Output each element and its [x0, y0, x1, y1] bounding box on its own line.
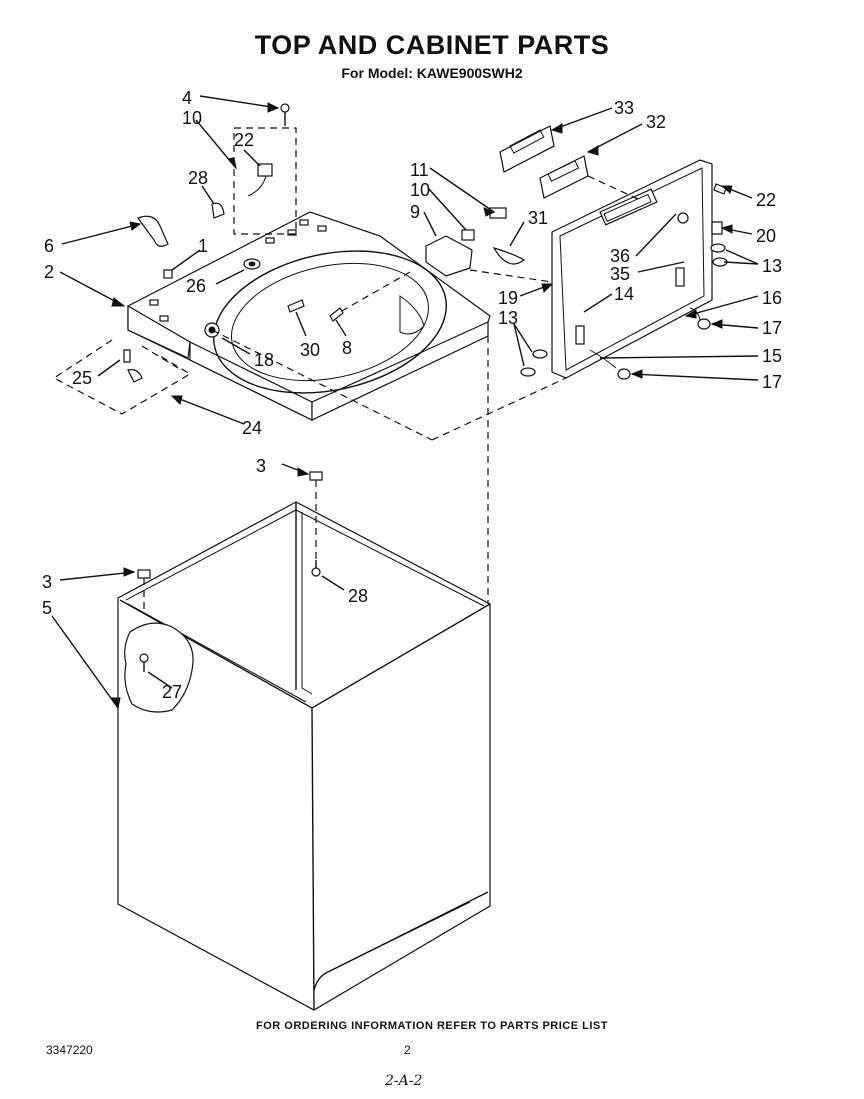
callout-label: 22 [756, 190, 776, 210]
callout-label: 11 [410, 160, 429, 180]
callout-label: 24 [242, 418, 262, 438]
callout-label: 31 [528, 208, 548, 228]
callout-label: 17 [762, 318, 782, 338]
top-panel [127, 211, 491, 421]
callout-label: 1 [198, 236, 208, 256]
callout-label: 26 [186, 276, 206, 296]
leader-lines [51, 95, 759, 710]
callout-label: 15 [762, 346, 782, 366]
callout-label: 4 [182, 88, 192, 108]
callout-label: 3 [256, 456, 266, 476]
small-parts [123, 103, 728, 383]
callout-label: 9 [410, 202, 420, 222]
page-title: TOP AND CABINET PARTS [254, 30, 610, 60]
callout-label: 25 [72, 368, 92, 388]
callout-label: 5 [42, 598, 52, 618]
callout-label: 8 [342, 338, 352, 358]
model-subtitle: For Model: KAWE900SWH2 [341, 65, 523, 81]
callout-label: 13 [498, 308, 518, 328]
callout-label: 33 [614, 98, 634, 118]
callout-label: 17 [762, 372, 782, 392]
cabinet [117, 471, 491, 1011]
callout-labels: 4 10 22 28 6 1 2 26 18 30 8 25 24 3 3 28… [42, 88, 782, 702]
callout-label: 14 [614, 284, 634, 304]
callout-label: 3 [42, 572, 52, 592]
callout-label: 16 [762, 288, 782, 308]
callout-label: 27 [162, 682, 182, 702]
callout-label: 32 [646, 112, 666, 132]
callout-label: 6 [44, 236, 54, 256]
document-number: 3347220 [46, 1043, 93, 1057]
callout-label: 2 [44, 262, 54, 282]
callout-label: 10 [410, 180, 430, 200]
callout-label: 13 [762, 256, 782, 276]
callout-label: 28 [188, 168, 208, 188]
callout-label: 28 [348, 586, 368, 606]
dashed-group-boxes [52, 127, 641, 610]
callout-label: 10 [182, 108, 202, 128]
callout-label: 35 [610, 264, 630, 284]
ordering-info-note: FOR ORDERING INFORMATION REFER TO PARTS … [256, 1020, 608, 1032]
page-number: 2 [404, 1043, 411, 1057]
callout-label: 30 [300, 340, 320, 360]
callout-label: 19 [498, 288, 518, 308]
control-console [551, 159, 713, 379]
callout-label: 18 [254, 350, 274, 370]
console-end-caps [499, 125, 589, 199]
callout-label: 20 [756, 226, 776, 246]
callout-label: 22 [234, 130, 254, 150]
handwritten-code: 2-A-2 [385, 1073, 423, 1089]
callout-label: 36 [610, 246, 630, 266]
